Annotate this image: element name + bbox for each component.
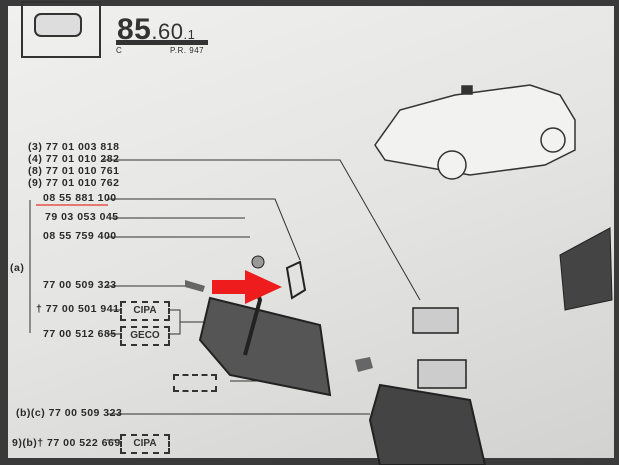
mirror-thumbnail-frame	[21, 1, 101, 58]
empty-tag	[173, 374, 217, 392]
mirror-partial-right	[559, 227, 613, 311]
clip-part	[185, 280, 205, 292]
tag-geco: GECO	[120, 326, 170, 346]
part-number-lower: (b)(c) 77 00 509 323	[16, 407, 123, 419]
clip-part-2	[355, 357, 373, 372]
header-code: C	[116, 46, 123, 55]
header-pr: P.R. 947	[170, 46, 205, 55]
group-label: (a)	[10, 262, 25, 274]
section-number: 85.60.1	[117, 13, 196, 46]
mirror-thumbnail-icon	[34, 13, 82, 37]
part-number: 08 55 759 400	[43, 230, 117, 242]
screw-part	[251, 255, 265, 269]
part-number-lower: 9)(b)† 77 00 522 669	[12, 437, 121, 449]
header-bar	[116, 40, 208, 45]
part-number: 77 00 512 685	[43, 328, 117, 340]
part-number: 77 00 509 323	[43, 279, 117, 291]
part-number: 79 03 053 045	[45, 211, 119, 223]
mount-base	[412, 307, 459, 334]
bracket-part	[285, 260, 307, 300]
part-number: 08 55 881 100	[43, 192, 117, 204]
tag-cipa-lower: CIPA	[120, 434, 170, 454]
part-number: † 77 00 501 941	[36, 303, 120, 315]
rear-view-mirror-left	[198, 284, 332, 397]
car-illustration	[374, 84, 576, 180]
rear-view-mirror-right	[368, 359, 487, 465]
tag-cipa: CIPA	[120, 301, 170, 321]
red-arrow-icon	[212, 270, 282, 304]
